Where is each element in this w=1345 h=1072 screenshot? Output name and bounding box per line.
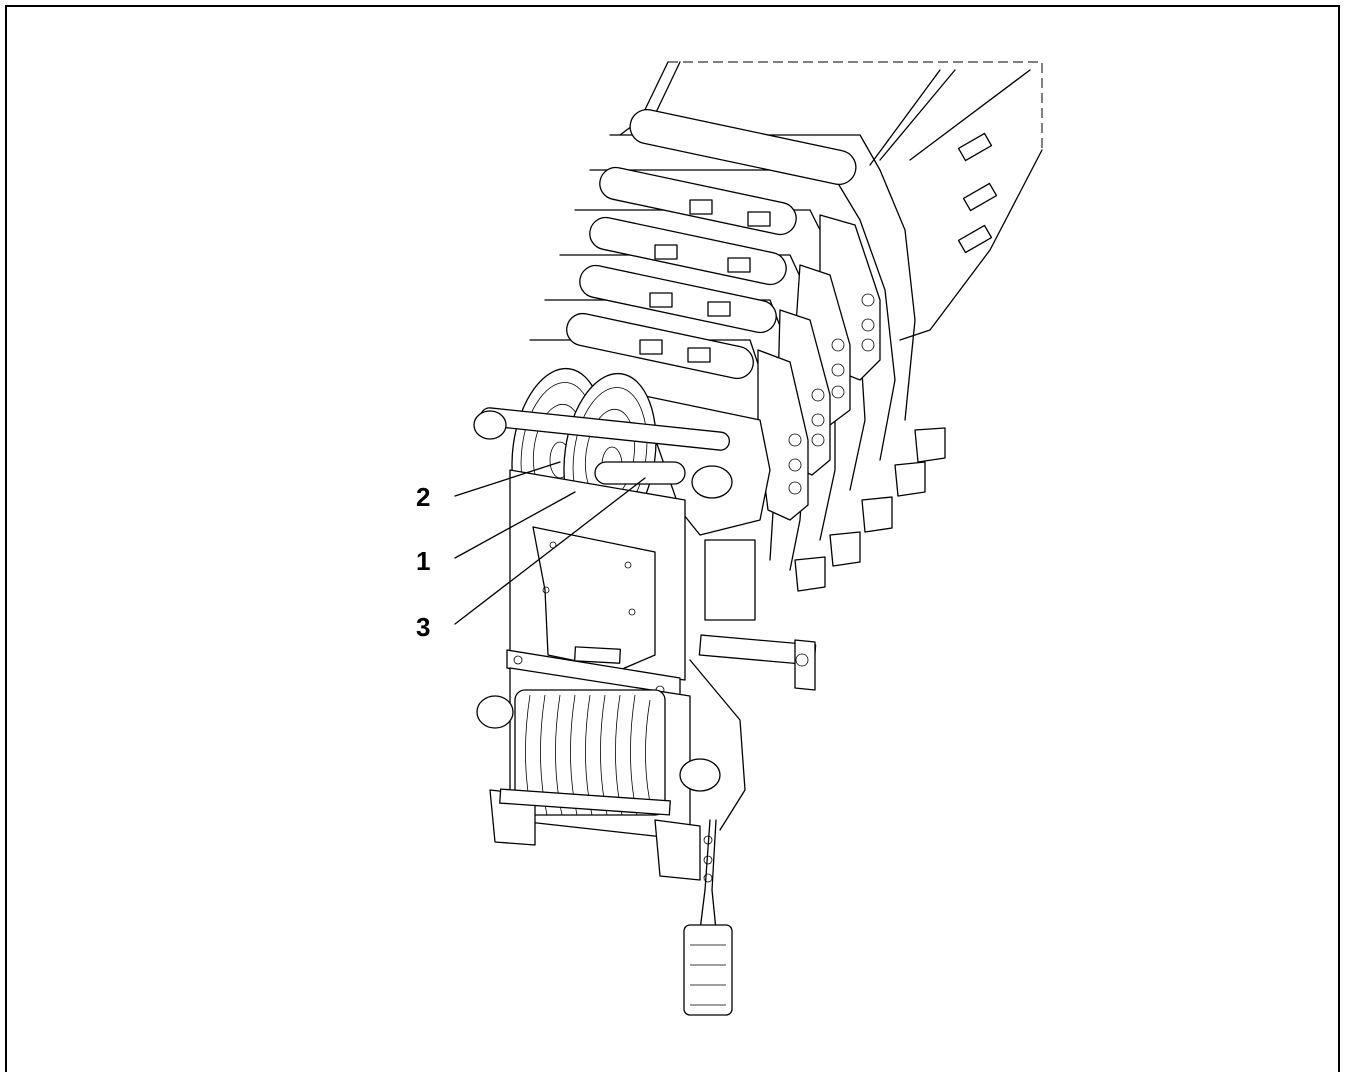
callout-group: 2 1 3 xyxy=(416,461,646,642)
boom-assembly xyxy=(529,61,1043,592)
callout-3-leader xyxy=(454,477,646,625)
drawing-frame xyxy=(5,5,1340,1072)
winch-drum xyxy=(514,689,666,816)
hook-weight xyxy=(683,924,733,1016)
callout-2-label: 2 xyxy=(416,482,430,512)
callout-1-label: 1 xyxy=(416,546,430,576)
callout-1-leader xyxy=(454,491,576,559)
callout-2-leader xyxy=(454,461,561,497)
callout-3-label: 3 xyxy=(416,612,430,642)
sheave-head xyxy=(473,367,817,1016)
